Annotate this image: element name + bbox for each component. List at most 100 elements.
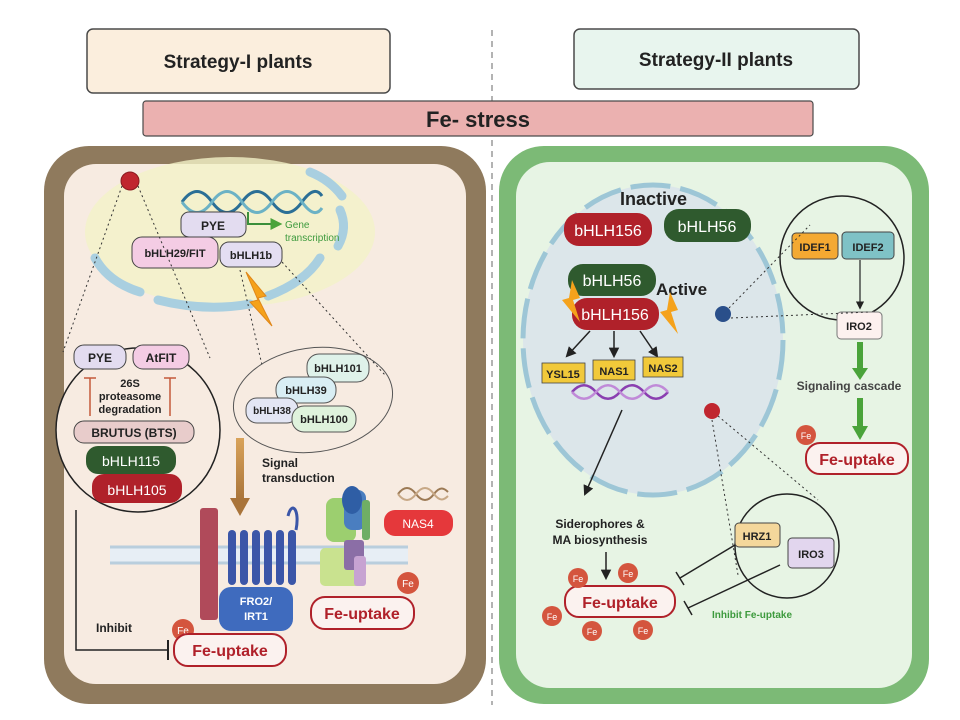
- inhibit-label: Inhibit: [96, 621, 132, 635]
- idef1-box: [791, 232, 839, 260]
- left-lightning-bolt: [245, 271, 273, 327]
- fe-uptake-box-left-bottom: [173, 633, 287, 667]
- right-idef-zoom-lines: [728, 224, 871, 319]
- fe-uptake-label-left-bottom: Fe-uptake: [192, 643, 268, 660]
- proteasome-line-3: degradation: [99, 404, 162, 416]
- bhlh56-inactive-label: bHLH56: [678, 219, 737, 236]
- bhlh105-box: [92, 474, 182, 503]
- fro2-irt1-label-1: FRO2/: [240, 596, 272, 608]
- bhlh56-active-box: [568, 264, 656, 296]
- zoom-pye-label: PYE: [88, 351, 112, 365]
- ysl15-box: [541, 362, 586, 384]
- hrz1-label: HRZ1: [743, 531, 772, 543]
- fe-uptake-box-left-right: [310, 596, 415, 630]
- bhlh105-label: bHLH105: [107, 482, 166, 498]
- right-nuclear-envelope: [520, 182, 786, 498]
- bhlh115-box: [86, 446, 176, 474]
- strategy2-title: Strategy-II plants: [639, 50, 793, 71]
- inhibit-fe-uptake-label: Inhibit Fe-uptake: [712, 610, 792, 621]
- nas2-box: [642, 356, 684, 378]
- fe-label-rb-3: Fe: [547, 612, 558, 622]
- pye-label: PYE: [201, 219, 225, 233]
- zoom-atfit-box: [132, 344, 190, 370]
- zoom-atfit-label: AtFIT: [146, 351, 177, 365]
- bhlh29-fit-label: bHLH29/FIT: [144, 248, 205, 260]
- right-hrz-zoom-lines: [711, 415, 819, 576]
- proteasome-line-1: 26S: [120, 378, 140, 390]
- signaling-cascade-label: Signaling cascade: [797, 379, 902, 393]
- fe-label-rb-1: Fe: [573, 574, 584, 584]
- bhlh38-label: bHLH38: [253, 406, 291, 417]
- signal-label-2: transduction: [262, 471, 335, 485]
- signal-transduction-arrow: [230, 438, 250, 516]
- left-zoom-lines: [62, 185, 386, 376]
- fe-label-left-right: Fe: [402, 579, 414, 590]
- iro2-to-cascade-arrow: [852, 342, 868, 380]
- fe-icon-right-top: [796, 425, 816, 445]
- strategy2-header: Strategy-II plants: [573, 28, 860, 90]
- brutus-box: [73, 420, 195, 444]
- iro2-box: [836, 311, 883, 340]
- bhlh100-box: [291, 405, 357, 433]
- fe-uptake-label-left-right: Fe-uptake: [324, 606, 400, 623]
- idef2-label: IDEF2: [852, 242, 883, 254]
- bhlh115-label: bHLH115: [102, 453, 160, 469]
- bhlh101-label: bHLH101: [314, 363, 362, 375]
- bhlh1b-label: bHLH1b: [230, 250, 272, 262]
- right-target-arrows: [565, 330, 659, 359]
- bhlh56-inactive-box: [664, 209, 751, 242]
- siderophores-line-1: Siderophores &: [555, 517, 645, 531]
- ysl15-label: YSL15: [546, 369, 580, 381]
- maroon-transporter: [200, 508, 218, 620]
- fe-label-rb-2: Fe: [623, 569, 634, 579]
- fe-stress-label: Fe- stress: [426, 107, 530, 132]
- bhlh-cluster-ellipse: [232, 346, 394, 454]
- iro3-box: [787, 537, 835, 569]
- bhlh1b-box: [219, 241, 283, 268]
- iro3-label: IRO3: [798, 549, 824, 561]
- idef1-label: IDEF1: [799, 242, 830, 254]
- bhlh156-inactive-label: bHLH156: [574, 223, 642, 240]
- fe-label-right-top: Fe: [801, 431, 812, 441]
- proteasome-line-2: proteasome: [99, 391, 161, 403]
- bhlh156-active-box: [572, 298, 659, 330]
- right-lightning-bolt-2: [660, 292, 678, 334]
- bhlh101-box: [306, 353, 370, 383]
- fe-icons-right-bottom: [542, 563, 653, 641]
- signal-label-1: Signal: [262, 456, 298, 470]
- nas4-label: NAS4: [402, 517, 434, 531]
- left-nuclear-envelope: [90, 167, 348, 312]
- strategy1-title: Strategy-I plants: [164, 52, 313, 73]
- fe-icon-left-right: [397, 572, 419, 594]
- zoom-pye-box: [73, 344, 127, 370]
- nas4-box: [384, 510, 453, 536]
- nas1-label: NAS1: [599, 366, 628, 378]
- pye-box: [180, 211, 247, 238]
- fe-uptake-box-right-top: [805, 442, 909, 475]
- right-blue-dot: [715, 306, 731, 322]
- helix-to-siderophores-arrow: [583, 409, 623, 496]
- bhlh29-fit-box: [131, 236, 219, 269]
- fe-stress-banner: Fe- stress: [142, 100, 814, 137]
- gene-transcription-label-1: Gene: [285, 220, 310, 231]
- brutus-label: BRUTUS (BTS): [91, 426, 176, 440]
- gene-transcription-label-2: transcription: [285, 233, 339, 244]
- bhlh56-active-label: bHLH56: [583, 273, 642, 290]
- bhlh100-label: bHLH100: [300, 414, 348, 426]
- fe-uptake-label-right-top: Fe-uptake: [819, 452, 895, 469]
- bhlh156-inactive-box: [564, 213, 652, 246]
- left-dna-helix: [180, 190, 324, 214]
- fe-label-left-bottom: Fe: [177, 626, 189, 637]
- fe-uptake-box-right-bottom: [564, 585, 676, 618]
- right-lightning-bolt-1: [562, 280, 580, 322]
- inactive-label: Inactive: [620, 189, 687, 209]
- idef2-box: [841, 231, 895, 260]
- nas4-helix: [397, 487, 449, 501]
- hrz1-box: [734, 522, 781, 548]
- fe-label-rb-5: Fe: [638, 626, 649, 636]
- right-dna-helix: [571, 384, 669, 400]
- fro2-irt1-transporter: [228, 506, 299, 585]
- bhlh39-box: [275, 376, 337, 404]
- right-red-dot: [704, 403, 720, 419]
